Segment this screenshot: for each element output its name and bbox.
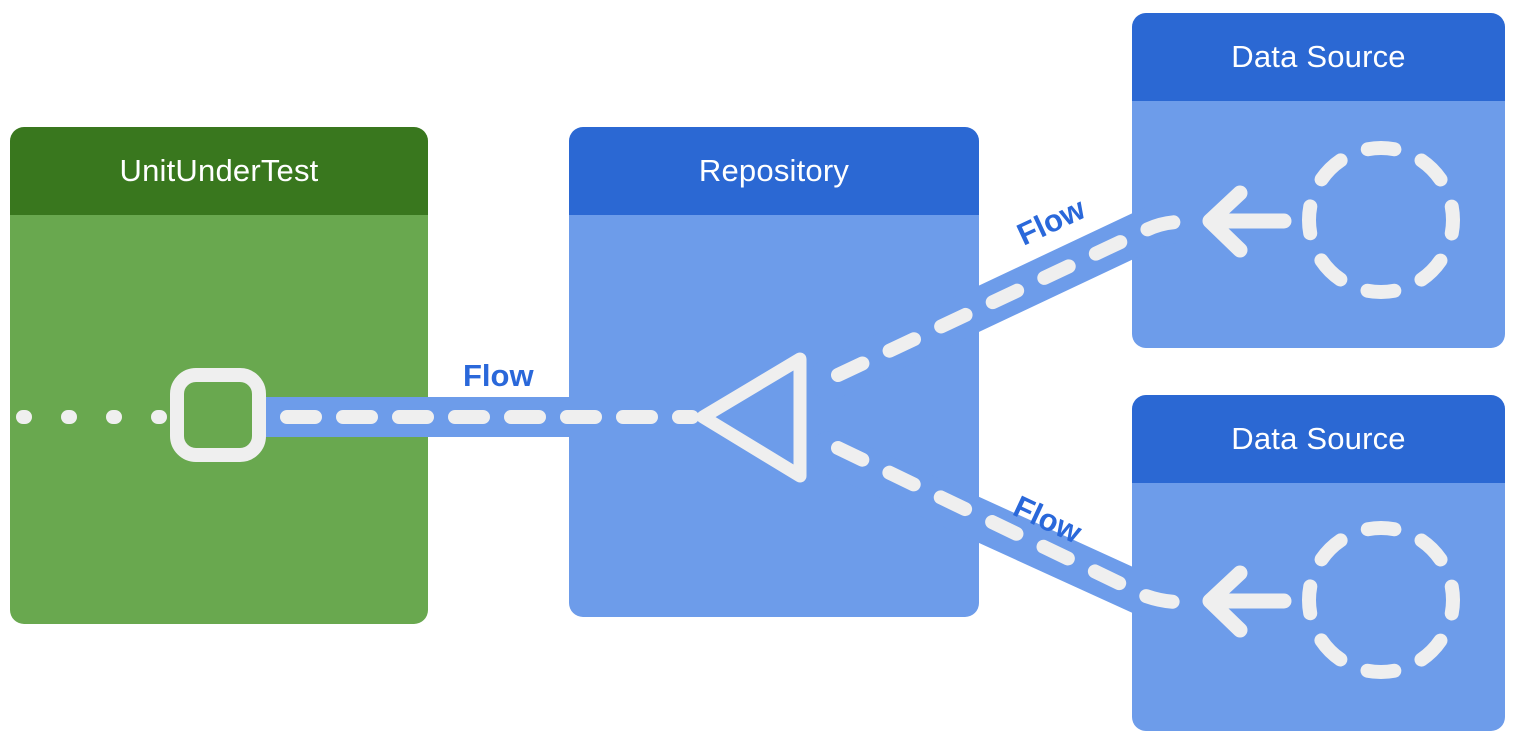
data-source-bottom-title: Data Source xyxy=(1231,421,1406,456)
unit-under-test-header: UnitUnderTest xyxy=(10,127,428,215)
data-source-top-box: Data Source xyxy=(1132,13,1505,348)
unit-under-test-title: UnitUnderTest xyxy=(119,153,319,188)
repository-box: Repository xyxy=(569,127,979,617)
flow-label-middle: Flow xyxy=(463,358,534,393)
unit-under-test-body xyxy=(10,215,428,624)
unit-under-test-box: UnitUnderTest xyxy=(10,127,428,624)
repository-header: Repository xyxy=(569,127,979,215)
data-source-top-title: Data Source xyxy=(1231,39,1406,74)
repository-body xyxy=(569,215,979,617)
data-source-top-body xyxy=(1132,101,1505,348)
data-source-bottom-header: Data Source xyxy=(1132,395,1505,483)
data-source-top-header: Data Source xyxy=(1132,13,1505,101)
flow-label-top: Flow xyxy=(1011,190,1091,253)
data-source-bottom-body xyxy=(1132,483,1505,731)
flow-label-bottom: Flow xyxy=(1008,488,1087,551)
repository-title: Repository xyxy=(698,153,850,188)
data-source-bottom-box: Data Source xyxy=(1132,395,1505,731)
